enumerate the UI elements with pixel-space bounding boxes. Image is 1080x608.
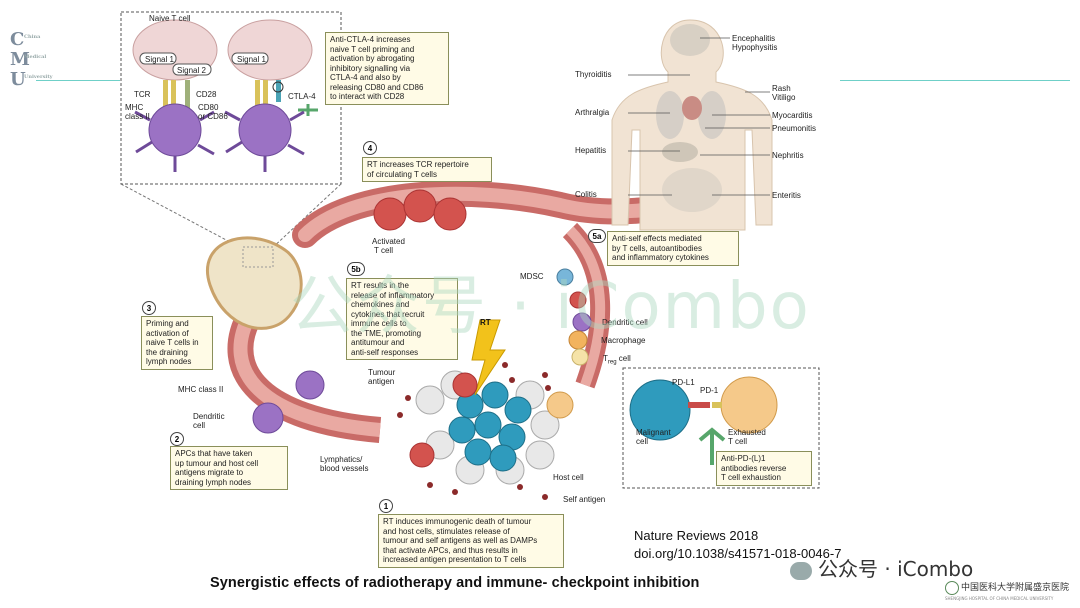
step-2-badge: 2 (170, 432, 184, 446)
signal2-label: Signal 2 (177, 66, 206, 75)
step-1-badge: 1 (379, 499, 393, 513)
anti-pd-textbox: Anti-PD-(L)1 antibodies reverse T cell e… (716, 451, 812, 486)
zoom-line-1 (269, 183, 342, 251)
apc-1 (134, 103, 215, 172)
rt-bolt (471, 319, 506, 396)
reference-text: Nature Reviews 2018 doi.org/10.1038/s415… (634, 528, 842, 561)
hospital-logo-icon (945, 580, 959, 595)
dendritic-cell-label: Dendritic cell (602, 318, 648, 327)
cmu-logo: C M U China Medical University (10, 29, 53, 90)
tcr-label: TCR (134, 90, 151, 99)
cd28-label: CD28 (196, 90, 217, 99)
pdl1-label: PD-L1 (672, 378, 695, 387)
step-4-badge: 4 (363, 141, 377, 155)
step-5b-badge: 5b (347, 262, 365, 276)
step-5a-textbox: Anti-self effects mediated by T cells, a… (607, 231, 739, 266)
naive-t-cell-label: Naive T cell (149, 14, 191, 23)
self-antigen-label: Self antigen (563, 495, 606, 504)
thyroiditis-label: Thyroiditis (575, 70, 612, 79)
watermark-small: 公众号 · iCombo (790, 553, 973, 582)
ctla4-textbox: Anti-CTLA-4 increases naive T cell primi… (325, 32, 449, 105)
pd1-label: PD-1 (700, 386, 719, 395)
pneumonitis-label: Pneumonitis (772, 124, 817, 133)
ctla4-label: CTLA-4 (288, 92, 316, 101)
step-3-textbox: Priming and activation of naive T cells … (141, 316, 213, 370)
arthralgia-label: Arthralgia (575, 108, 610, 117)
accent-line-left (36, 80, 120, 81)
enteritis-label: Enteritis (772, 191, 801, 200)
treg-cell-label: Treg cell (603, 354, 631, 366)
signal1-label-b: Signal 1 (237, 55, 266, 64)
mdsc-label: MDSC (520, 272, 544, 281)
accent-line-right (840, 80, 1070, 81)
zoom-line-2 (120, 183, 246, 251)
wechat-icon (790, 561, 812, 580)
host-cell-label: Host cell (553, 473, 584, 482)
hepatitis-label: Hepatitis (575, 146, 607, 155)
nephritis-label: Nephritis (772, 151, 804, 160)
step-1-textbox: RT induces immunogenic death of tumour a… (378, 514, 564, 568)
tumour-cluster (415, 370, 560, 485)
step-5b-textbox: RT results in the release of inflammator… (346, 278, 458, 360)
watermark-large: 公众号 · iCombo (290, 270, 811, 344)
step-5a-badge: 5a (588, 229, 606, 243)
macrophage-label: Macrophage (601, 336, 646, 345)
step-4-textbox: RT increases TCR repertoire of circulati… (362, 157, 492, 182)
colitis-label: Colitis (575, 190, 597, 199)
body-silhouette (611, 19, 773, 231)
lymphatics-label: Lymphatics/blood vessels (320, 455, 369, 473)
mhc-class-ii-label: MHC class II (178, 385, 224, 394)
rt-label: RT (480, 318, 491, 327)
hospital-footer: 中国医科大学附属盛京医院 SHENGJING HOSPITAL OF CHINA… (945, 580, 1069, 601)
apc-2 (224, 103, 305, 172)
signal1-label-a: Signal 1 (145, 55, 174, 64)
step-2-textbox: APCs that have taken up tumour and host … (170, 446, 288, 490)
slide-title: Synergistic effects of radiotherapy and … (210, 575, 700, 591)
myocarditis-label: Myocarditis (772, 111, 813, 120)
lymph-node (206, 236, 303, 330)
step-3-badge: 3 (142, 301, 156, 315)
naive-t-cell-2 (227, 19, 313, 81)
